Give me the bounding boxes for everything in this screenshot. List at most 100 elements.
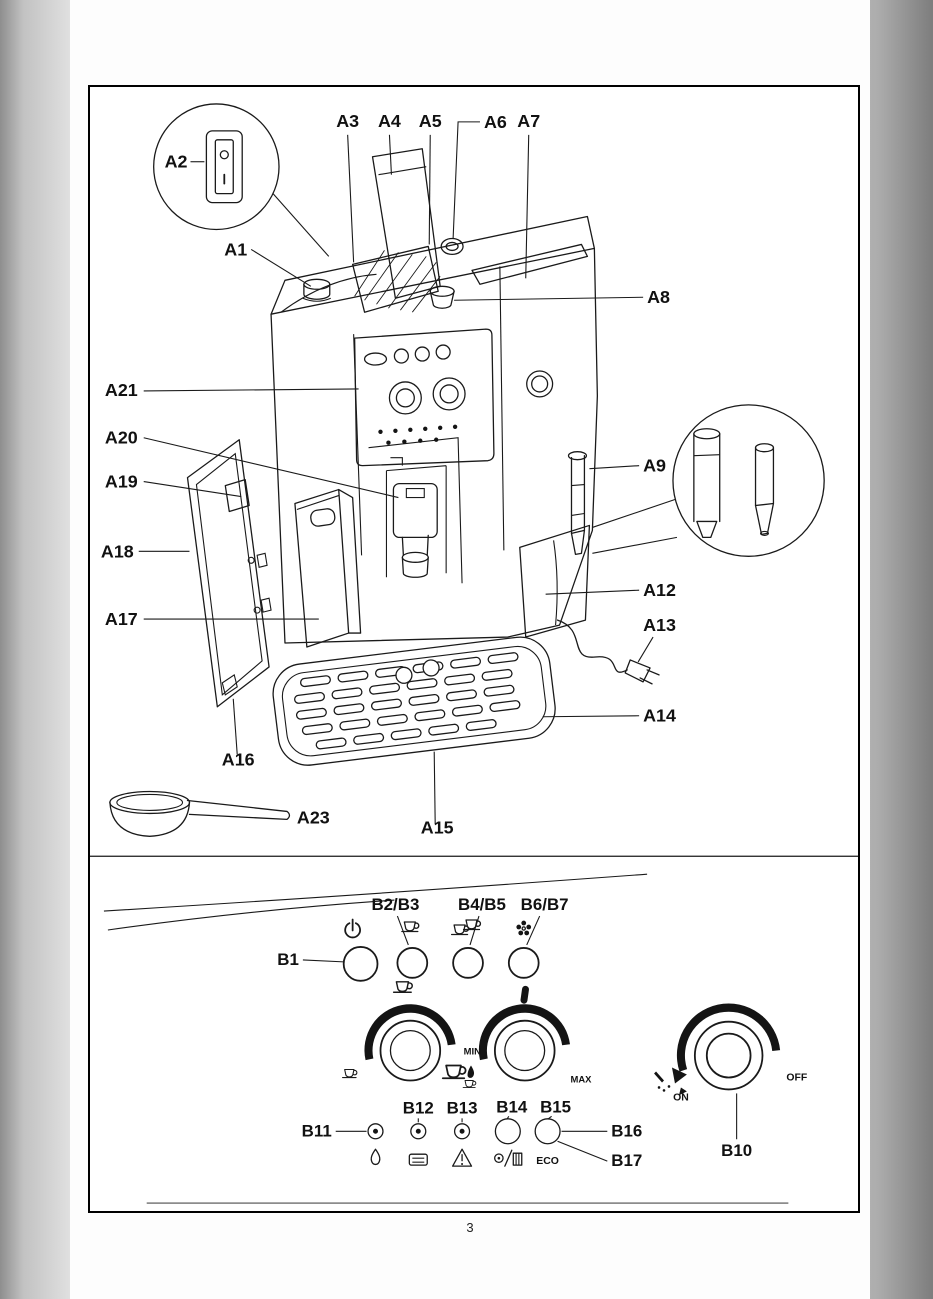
- steam-knob: MIN MAX: [462, 985, 592, 1089]
- drip-tray: [272, 636, 556, 766]
- label-a15: A15: [421, 817, 454, 837]
- label-a13: A13: [643, 615, 676, 635]
- max-label: MAX: [570, 1074, 592, 1085]
- indicator-row: [367, 1118, 561, 1145]
- label-a17: A17: [105, 609, 138, 629]
- label-a23: A23: [297, 807, 330, 827]
- off-label: OFF: [786, 1072, 807, 1083]
- callout-lines-top: [138, 121, 654, 825]
- label-b2-b3: B2/B3: [371, 895, 419, 914]
- label-a12: A12: [643, 580, 676, 600]
- labels-top: A2 A3 A4 A5 A6 A7 A1 A8 A21 A20 A19 A18 …: [101, 111, 676, 838]
- small-cup-icon: [342, 1068, 358, 1079]
- page-number: 3: [466, 1220, 474, 1235]
- coffee-funnel: [429, 285, 455, 309]
- label-a7: A7: [517, 111, 540, 131]
- cup-icon: [392, 981, 413, 993]
- paper: A2 A3 A4 A5 A6 A7 A1 A8 A21 A20 A19 A18 …: [70, 0, 870, 1299]
- label-a8: A8: [647, 287, 670, 307]
- grinder-icon: [494, 1149, 523, 1167]
- label-b1: B1: [277, 950, 299, 969]
- down-arrow-icon: [678, 1087, 687, 1096]
- power-cord: [556, 619, 660, 685]
- label-a21: A21: [105, 380, 138, 400]
- power-icon: [344, 918, 361, 939]
- steam-button: [507, 947, 540, 979]
- tray-icon: [408, 1153, 428, 1166]
- frothing-tube: [693, 428, 721, 539]
- on-label: ON: [673, 1092, 689, 1103]
- label-a3: A3: [336, 111, 359, 131]
- label-a19: A19: [105, 472, 138, 492]
- descale-indicator: [367, 1123, 384, 1140]
- indicator-icons: ECO: [370, 1148, 559, 1167]
- brewing-unit: [385, 457, 447, 578]
- machine-exploded-view: A2 A3 A4 A5 A6 A7 A1 A8 A21 A20 A19 A18 …: [101, 103, 825, 838]
- bean-container-lid: [471, 243, 589, 285]
- measuring-scoop: [109, 790, 291, 837]
- label-b13: B13: [447, 1098, 478, 1117]
- label-a2: A2: [165, 152, 188, 172]
- grinder-ring: [440, 237, 464, 256]
- label-b4-b5: B4/B5: [458, 895, 506, 914]
- quantity-knob: [342, 981, 467, 1082]
- steam-clean-icon: [516, 920, 532, 936]
- main-switch-knob: OFF ON: [654, 1003, 807, 1103]
- switch-off-icon: [219, 150, 229, 160]
- label-b12: B12: [403, 1098, 434, 1117]
- label-a18: A18: [101, 541, 134, 561]
- double-coffee-button: [452, 947, 484, 979]
- control-panel: [353, 328, 495, 467]
- label-b17: B17: [611, 1151, 642, 1170]
- manual-figure: A2 A3 A4 A5 A6 A7 A1 A8 A21 A20 A19 A18 …: [90, 103, 858, 1204]
- label-a1: A1: [224, 239, 247, 259]
- rotation-arrow-icon: [671, 1067, 687, 1084]
- side-panel: [186, 439, 272, 708]
- button-row: [342, 918, 540, 982]
- label-b14: B14: [496, 1097, 528, 1116]
- water-tank: [294, 488, 362, 648]
- large-cup-icon: [441, 1064, 467, 1080]
- label-a16: A16: [222, 750, 255, 770]
- label-a6: A6: [484, 112, 507, 132]
- drop-cup-icon: [462, 1065, 477, 1089]
- tray-indicator: [410, 1123, 427, 1140]
- grind-button: [494, 1118, 521, 1145]
- panel-contour-arc: [103, 873, 648, 912]
- label-a20: A20: [105, 428, 138, 448]
- control-panel-diagram: MIN MAX: [103, 873, 807, 1204]
- min-label: MIN: [464, 1047, 481, 1058]
- single-cup-icon: [401, 921, 420, 933]
- descale-drop-icon: [370, 1148, 381, 1166]
- double-cup-icon: [450, 919, 482, 936]
- steam-wand-icon: [654, 1071, 671, 1092]
- drip-tray-grill: [294, 652, 521, 750]
- steam-nozzle: [754, 443, 775, 536]
- label-a5: A5: [419, 111, 442, 131]
- machine-body: [270, 215, 599, 644]
- warning-icon: [451, 1148, 473, 1167]
- power-switch-inset: [153, 103, 330, 257]
- label-a9: A9: [643, 456, 666, 476]
- hatched-cover: [351, 245, 441, 313]
- label-b16: B16: [611, 1121, 642, 1140]
- power-button: [342, 946, 379, 982]
- label-b11: B11: [302, 1121, 332, 1140]
- plug: [624, 659, 660, 685]
- page-frame: A2 A3 A4 A5 A6 A7 A1 A8 A21 A20 A19 A18 …: [88, 85, 860, 1213]
- coffee-button: [396, 947, 429, 979]
- label-b15: B15: [540, 1097, 571, 1116]
- eco-label: ECO: [536, 1156, 559, 1167]
- eco-button: [534, 1118, 561, 1145]
- panel-contour-arc-2: [107, 899, 395, 931]
- frother-parts-inset: [592, 404, 825, 557]
- milk-frother: [567, 451, 588, 555]
- service-door: [519, 524, 591, 638]
- labels-bottom: B1 B2/B3 B4/B5 B6/B7 B11 B12 B13 B14 B15…: [277, 895, 752, 1170]
- alarm-indicator: [453, 1123, 471, 1140]
- label-a4: A4: [378, 111, 401, 131]
- label-b10: B10: [721, 1141, 752, 1160]
- intensity-icon: [520, 985, 529, 1004]
- label-a14: A14: [643, 706, 676, 726]
